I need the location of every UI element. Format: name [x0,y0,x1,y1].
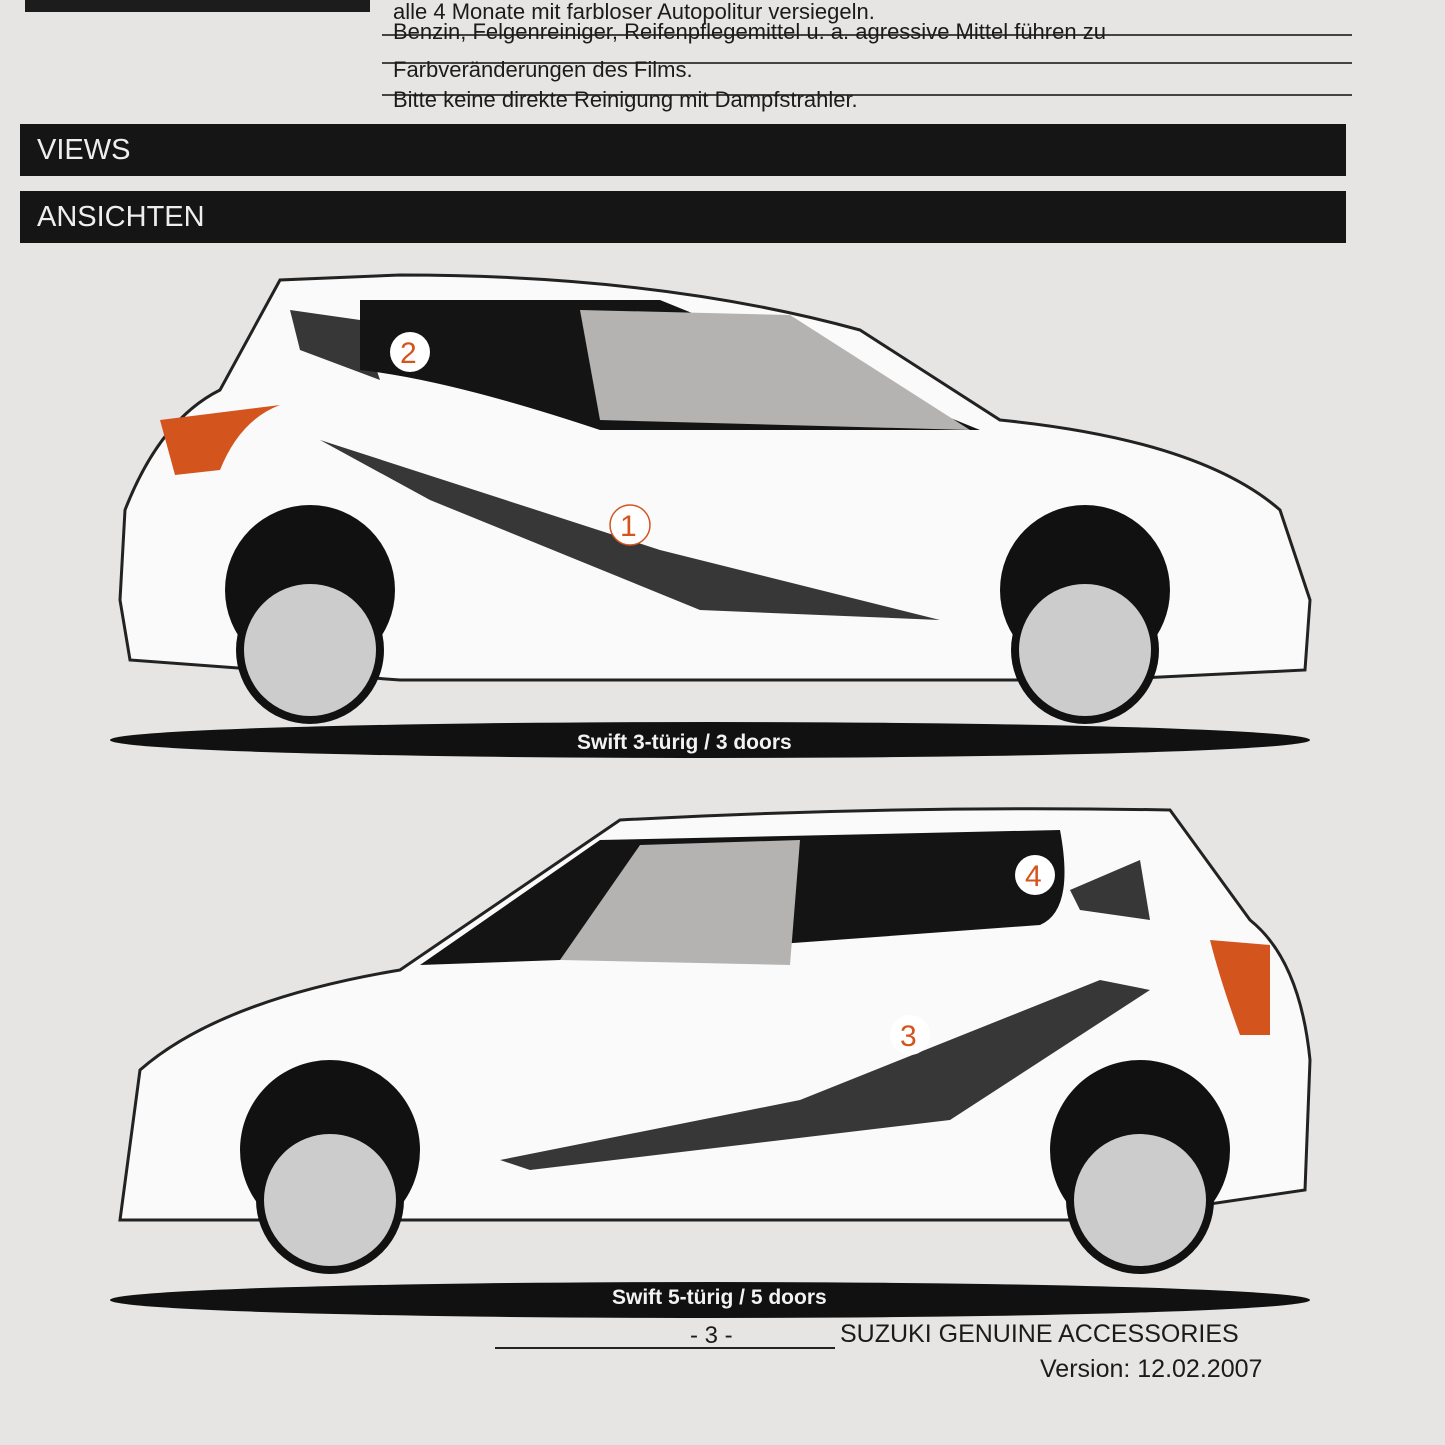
marker-2 [390,332,430,372]
care-note: alle 4 Monate mit farbloser Autopolitur … [393,0,875,24]
rule [382,94,1352,96]
marker-3 [890,1015,930,1055]
car-caption: Swift 5-türig / 5 doors [612,1286,827,1309]
care-note: Bitte keine direkte Reinigung mit Dampfs… [393,87,858,112]
checker-decal [500,860,1150,1170]
header-bar [25,0,370,12]
taillight-icon [1210,940,1270,1035]
marker-4-label: 4 [1025,860,1042,893]
front-wheel [256,1126,404,1274]
page-number: - 3 - [690,1322,733,1349]
rear-wheel [1066,1126,1214,1274]
shadow [110,722,1310,758]
car-3-door-illustration: 1 2 [110,273,1312,758]
marker-1 [609,504,651,546]
footer-rule [495,1347,835,1349]
footer-version: Version: 12.02.2007 [1040,1355,1263,1383]
section-ansichten: ANSICHTEN [20,191,1346,243]
marker-3-label: 3 [900,1020,917,1053]
care-note: Farbveränderungen des Films. [393,57,693,82]
checker-decal [290,310,940,620]
side-window [560,840,800,965]
car-caption: Swift 3-türig / 3 doors [577,731,792,754]
care-note: Benzin, Felgenreiniger, Reifenpflegemitt… [393,19,1106,44]
car-5-door-illustration: 3 4 [110,807,1312,1318]
marker-4 [1015,855,1055,895]
shadow [110,1282,1310,1318]
side-window [580,310,970,430]
section-views: VIEWS [20,124,1346,176]
rear-wheel [236,576,384,724]
footer-brand: SUZUKI GENUINE ACCESSORIES [840,1320,1239,1348]
taillight-icon [160,405,280,475]
rule [382,34,1352,36]
marker-1-label: 1 [620,510,637,543]
marker-2-label: 2 [400,337,417,370]
rule [382,62,1352,64]
front-wheel [1011,576,1159,724]
